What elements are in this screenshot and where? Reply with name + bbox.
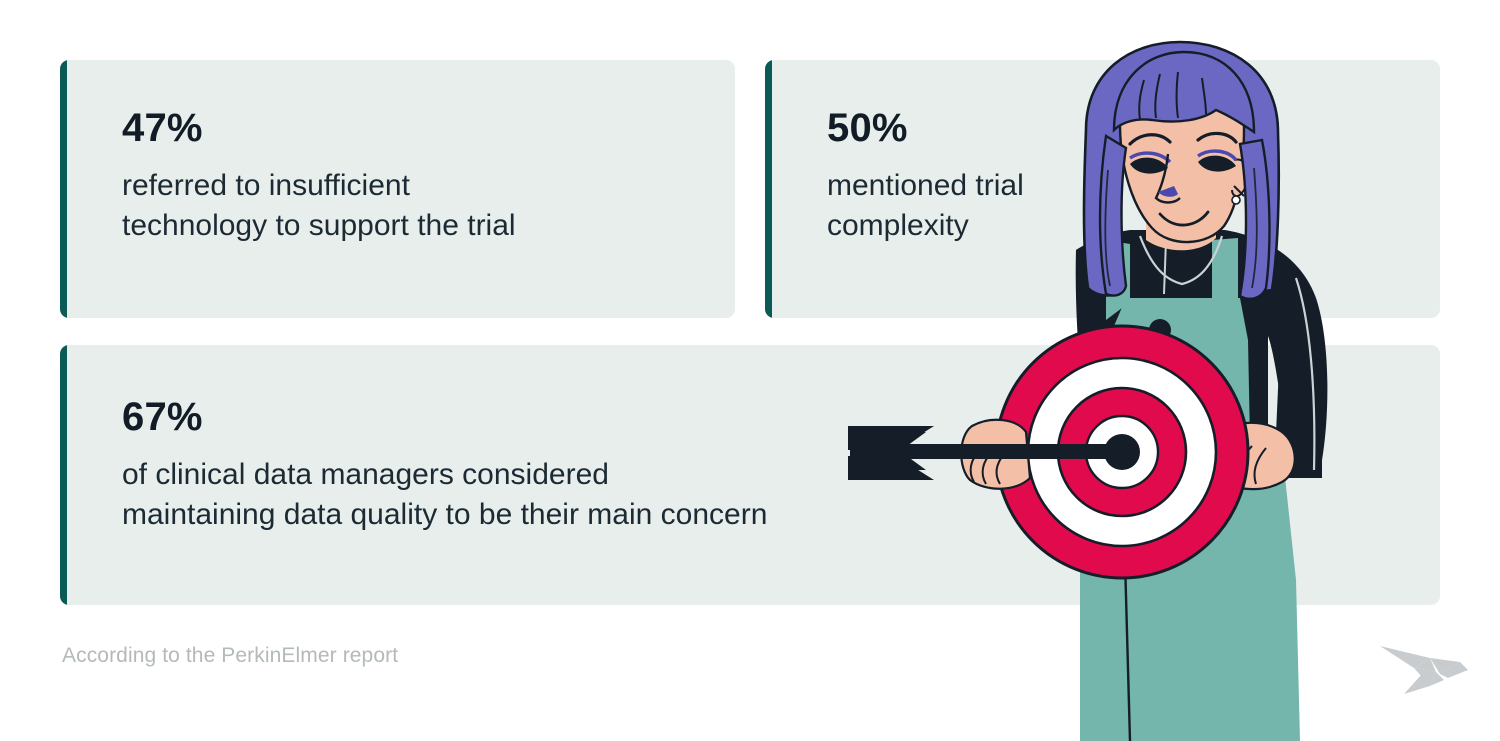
card-accent-bar bbox=[60, 345, 67, 605]
stat-percent-value: 50% bbox=[827, 106, 908, 150]
card-accent-bar bbox=[60, 60, 67, 318]
stat-description: mentioned trial complexity bbox=[827, 169, 1024, 242]
stat-card-data-quality: 67% of clinical data managers considered… bbox=[60, 345, 1440, 605]
stat-percent-value: 47% bbox=[122, 106, 203, 150]
card-accent-bar bbox=[765, 60, 772, 318]
stat-card-trial-complexity: 50% mentioned trial complexity bbox=[765, 60, 1440, 318]
card-content: 47% referred to insufficient technology … bbox=[122, 108, 715, 246]
stat-description: referred to insufficient technology to s… bbox=[122, 169, 516, 242]
card-content: 50% mentioned trial complexity bbox=[827, 108, 1420, 246]
stat-description: of clinical data managers considered mai… bbox=[122, 458, 768, 531]
card-content: 67% of clinical data managers considered… bbox=[122, 397, 1420, 535]
stat-card-insufficient-technology: 47% referred to insufficient technology … bbox=[60, 60, 735, 318]
source-attribution: According to the PerkinElmer report bbox=[62, 644, 399, 667]
stat-percent-value: 67% bbox=[122, 395, 203, 439]
origami-bird-logo bbox=[1380, 646, 1468, 694]
